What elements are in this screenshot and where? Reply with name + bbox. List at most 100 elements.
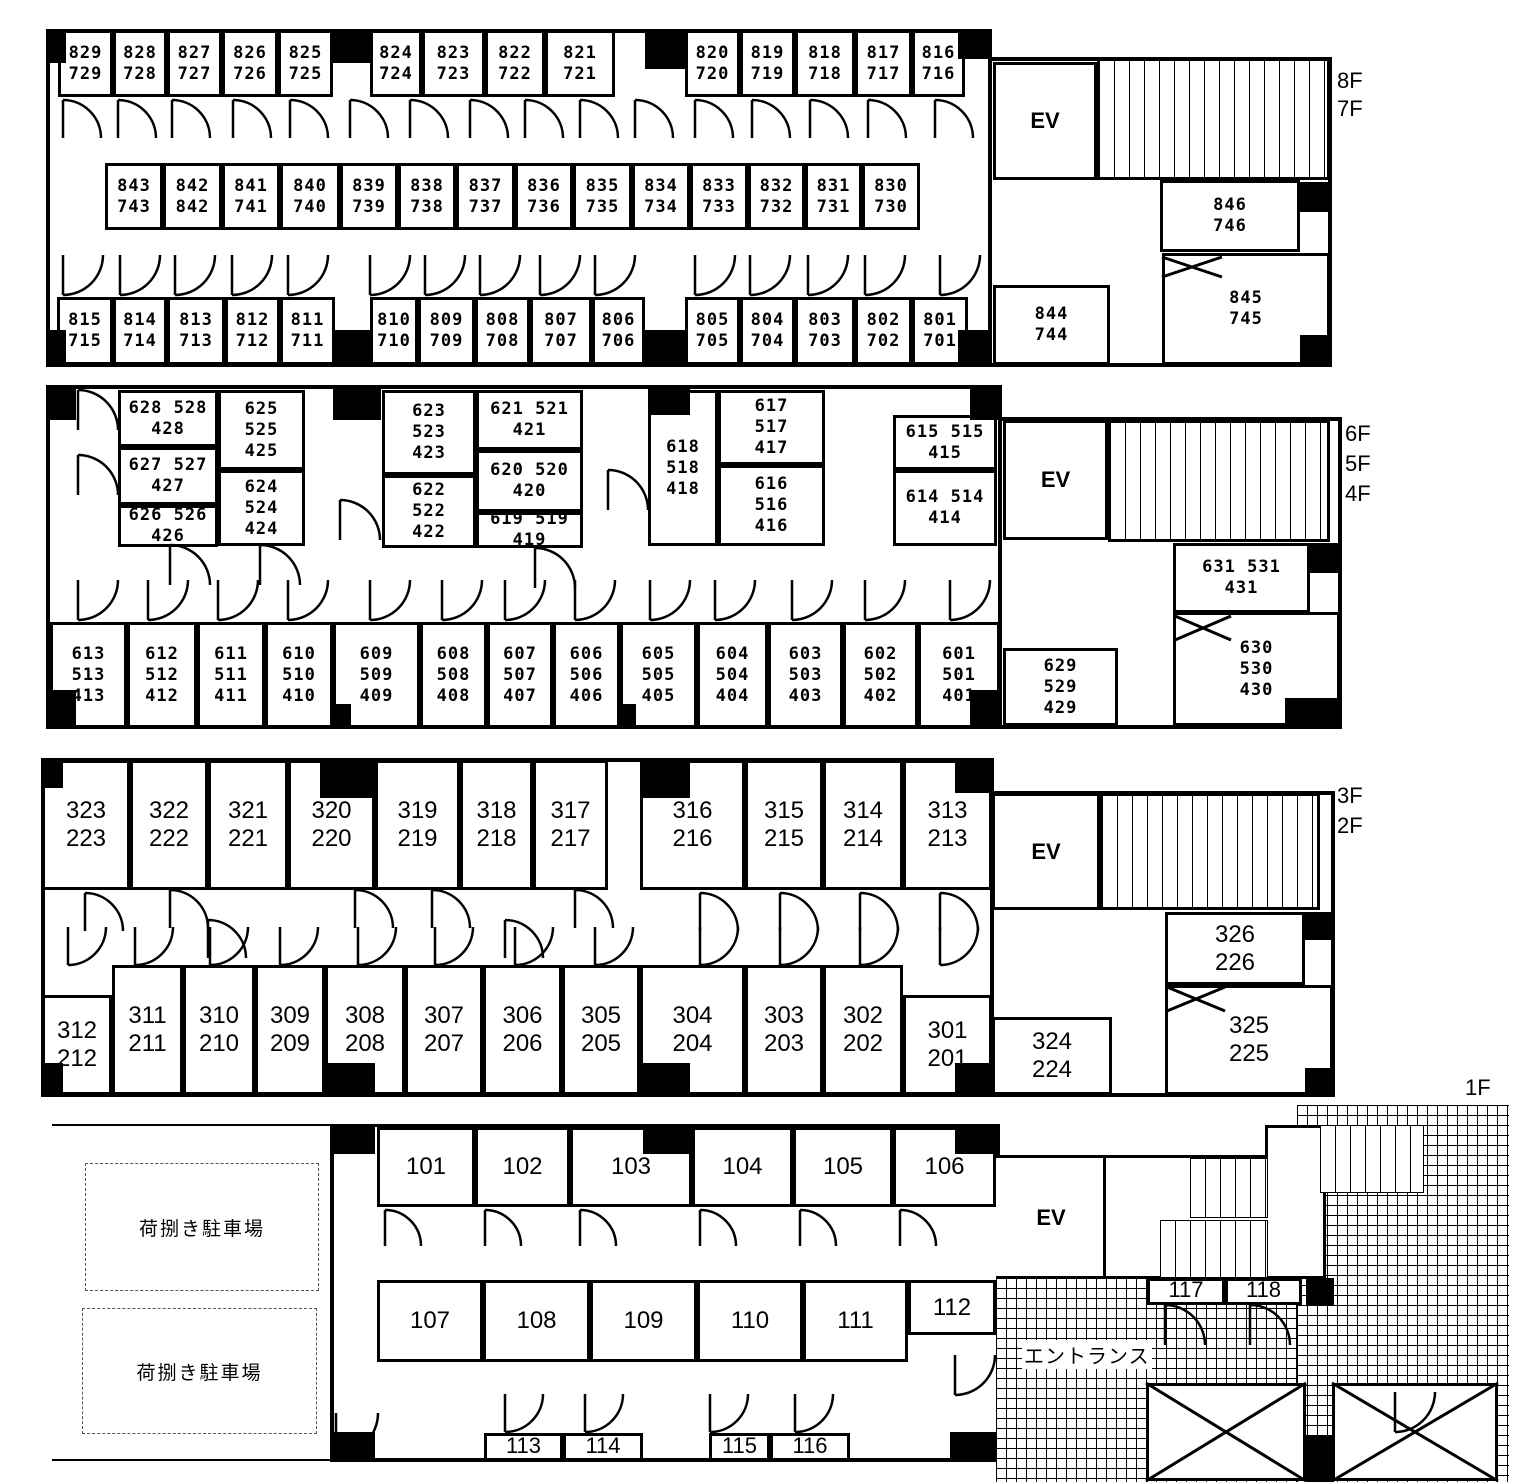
room-834[interactable]: 834 734 <box>632 163 690 230</box>
room-841[interactable]: 841 741 <box>222 163 280 230</box>
room-811[interactable]: 811 711 <box>280 297 335 365</box>
room-306[interactable]: 306 206 <box>483 965 562 1095</box>
room-842[interactable]: 842 842 <box>163 163 222 230</box>
room-629[interactable]: 629 529 429 <box>1003 648 1118 726</box>
room-104[interactable]: 104 <box>692 1127 793 1207</box>
room-110[interactable]: 110 <box>697 1280 803 1362</box>
room-317[interactable]: 317 217 <box>533 760 608 890</box>
room-825[interactable]: 825 725 <box>278 30 333 97</box>
room-109[interactable]: 109 <box>590 1280 697 1362</box>
room-628[interactable]: 628 528 428 <box>118 390 218 447</box>
room-318[interactable]: 318 218 <box>460 760 533 890</box>
room-838[interactable]: 838 738 <box>398 163 456 230</box>
room-619[interactable]: 619 519 419 <box>476 509 583 550</box>
room-826[interactable]: 826 726 <box>222 30 278 97</box>
room-829[interactable]: 829 729 <box>58 30 113 97</box>
room-813[interactable]: 813 713 <box>167 297 225 365</box>
room-311[interactable]: 311 211 <box>112 965 183 1095</box>
room-824[interactable]: 824 724 <box>370 30 422 97</box>
room-822[interactable]: 822 722 <box>485 30 545 97</box>
room-810[interactable]: 810 710 <box>370 297 418 365</box>
room-807[interactable]: 807 707 <box>530 297 592 365</box>
room-113[interactable]: 113 <box>484 1433 563 1461</box>
room-833[interactable]: 833 733 <box>690 163 748 230</box>
room-823[interactable]: 823 723 <box>422 30 485 97</box>
room-828[interactable]: 828 728 <box>113 30 167 97</box>
room-844[interactable]: 844 744 <box>993 285 1110 365</box>
room-117[interactable]: 117 <box>1147 1278 1225 1305</box>
room-305[interactable]: 305 205 <box>562 965 640 1095</box>
room-843[interactable]: 843 743 <box>105 163 163 230</box>
room-803[interactable]: 803 703 <box>795 297 855 365</box>
room-114[interactable]: 114 <box>563 1433 643 1461</box>
room-827[interactable]: 827 727 <box>167 30 222 97</box>
room-832[interactable]: 832 732 <box>748 163 805 230</box>
room-816[interactable]: 816 716 <box>912 30 965 97</box>
room-322[interactable]: 322 222 <box>130 760 208 890</box>
room-603[interactable]: 603 503 403 <box>768 622 843 728</box>
room-102[interactable]: 102 <box>475 1127 570 1207</box>
room-835[interactable]: 835 735 <box>573 163 632 230</box>
room-314[interactable]: 314 214 <box>823 760 903 890</box>
room-310[interactable]: 310 210 <box>183 965 255 1095</box>
room-116[interactable]: 116 <box>770 1433 850 1461</box>
room-804[interactable]: 804 704 <box>740 297 795 365</box>
room-608[interactable]: 608 508 408 <box>420 622 487 728</box>
room-817[interactable]: 817 717 <box>855 30 912 97</box>
room-819[interactable]: 819 719 <box>740 30 795 97</box>
room-623[interactable]: 623 523 423 <box>382 390 476 475</box>
room-812[interactable]: 812 712 <box>225 297 280 365</box>
room-108[interactable]: 108 <box>483 1280 590 1362</box>
room-315[interactable]: 315 215 <box>745 760 823 890</box>
room-818[interactable]: 818 718 <box>795 30 855 97</box>
room-324[interactable]: 324 224 <box>992 1017 1112 1095</box>
room-309[interactable]: 309 209 <box>255 965 325 1095</box>
room-622[interactable]: 622 522 422 <box>382 475 476 548</box>
room-616[interactable]: 616 516 416 <box>718 465 825 546</box>
room-830[interactable]: 830 730 <box>862 163 920 230</box>
room-604[interactable]: 604 504 404 <box>697 622 768 728</box>
room-115[interactable]: 115 <box>709 1433 770 1461</box>
room-611[interactable]: 611 511 411 <box>197 622 265 728</box>
room-323[interactable]: 323 223 <box>42 760 130 890</box>
room-107[interactable]: 107 <box>377 1280 483 1362</box>
room-105[interactable]: 105 <box>793 1127 893 1207</box>
room-602[interactable]: 602 502 402 <box>843 622 918 728</box>
room-607[interactable]: 607 507 407 <box>487 622 553 728</box>
room-112[interactable]: 112 <box>908 1280 996 1335</box>
room-614[interactable]: 614 514 414 <box>893 470 997 546</box>
room-808[interactable]: 808 708 <box>475 297 530 365</box>
room-307[interactable]: 307 207 <box>405 965 483 1095</box>
room-815[interactable]: 815 715 <box>57 297 113 365</box>
room-820[interactable]: 820 720 <box>685 30 740 97</box>
room-802[interactable]: 802 702 <box>855 297 912 365</box>
room-620[interactable]: 620 520 420 <box>476 450 583 512</box>
room-831[interactable]: 831 731 <box>805 163 862 230</box>
room-111[interactable]: 111 <box>803 1280 908 1362</box>
room-846[interactable]: 846 746 <box>1160 180 1300 252</box>
room-615[interactable]: 615 515 415 <box>893 415 997 470</box>
room-809[interactable]: 809 709 <box>418 297 475 365</box>
room-821[interactable]: 821 721 <box>545 30 615 97</box>
room-621[interactable]: 621 521 421 <box>476 390 583 450</box>
room-805[interactable]: 805 705 <box>685 297 740 365</box>
room-101[interactable]: 101 <box>377 1127 475 1207</box>
room-624[interactable]: 624 524 424 <box>218 470 305 546</box>
room-302[interactable]: 302 202 <box>823 965 903 1095</box>
room-618[interactable]: 618 518 418 <box>648 390 718 546</box>
room-814[interactable]: 814 714 <box>113 297 167 365</box>
room-605[interactable]: 605 505 405 <box>620 622 697 728</box>
room-625[interactable]: 625 525 425 <box>218 390 305 470</box>
room-840[interactable]: 840 740 <box>280 163 340 230</box>
room-303[interactable]: 303 203 <box>745 965 823 1095</box>
room-617[interactable]: 617 517 417 <box>718 390 825 465</box>
room-610[interactable]: 610 510 410 <box>265 622 333 728</box>
room-316[interactable]: 316 216 <box>640 760 745 890</box>
room-626[interactable]: 626 526 426 <box>118 505 218 547</box>
room-627[interactable]: 627 527 427 <box>118 447 218 505</box>
room-612[interactable]: 612 512 412 <box>127 622 197 728</box>
room-606[interactable]: 606 506 406 <box>553 622 620 728</box>
room-319[interactable]: 319 219 <box>375 760 460 890</box>
room-837[interactable]: 837 737 <box>456 163 515 230</box>
room-839[interactable]: 839 739 <box>340 163 398 230</box>
